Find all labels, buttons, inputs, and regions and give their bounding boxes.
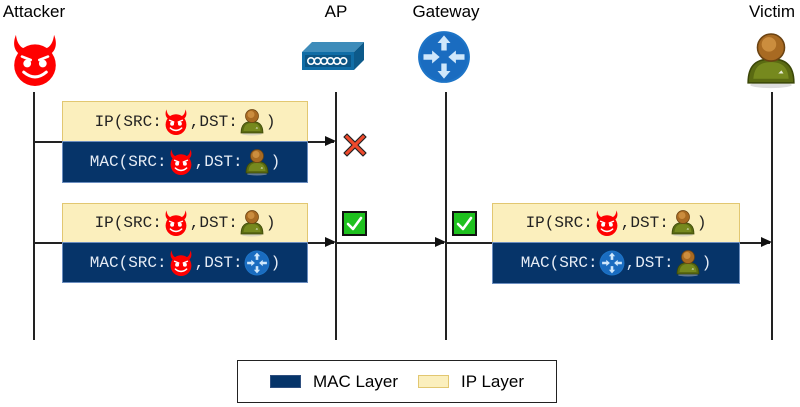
packet-ip-header: IP(SRC: ,DST: ) bbox=[62, 101, 308, 142]
lifeline-ap bbox=[335, 92, 337, 340]
packet-suffix: ) bbox=[270, 153, 281, 171]
packet-prefix: MAC(SRC: bbox=[520, 254, 598, 272]
devil-icon bbox=[163, 108, 189, 136]
lifeline-attacker bbox=[33, 92, 35, 340]
packet-mid: ,DST: bbox=[189, 112, 238, 131]
packet-prefix: IP(SRC: bbox=[525, 214, 593, 232]
legend-item-mac: MAC Layer bbox=[269, 371, 398, 392]
packet-suffix: ) bbox=[696, 214, 707, 232]
legend-label-mac: MAC Layer bbox=[312, 371, 398, 391]
packet-mid: ,DST: bbox=[620, 214, 669, 232]
legend-item-ip: IP Layer bbox=[418, 372, 524, 392]
packet-mid: ,DST: bbox=[194, 153, 243, 171]
packet-mid: ,DST: bbox=[625, 254, 674, 272]
red-x-icon bbox=[343, 133, 367, 157]
packet-prefix: MAC(SRC: bbox=[89, 153, 167, 171]
packet-mac-header: MAC(SRC: ,DST: ) bbox=[492, 242, 740, 284]
green-check-icon bbox=[342, 211, 367, 236]
packet-suffix: ) bbox=[265, 214, 276, 232]
packet-mac-header: MAC(SRC: ,DST: ) bbox=[62, 141, 308, 183]
legend-swatch-ip bbox=[418, 375, 449, 388]
packet-prefix: IP(SRC: bbox=[94, 214, 162, 232]
actor-label-gateway: Gateway bbox=[412, 2, 480, 21]
user-icon bbox=[239, 108, 265, 136]
packet-suffix: ) bbox=[270, 253, 281, 272]
router-icon bbox=[417, 30, 471, 84]
legend-swatch-mac bbox=[269, 375, 301, 388]
devil-icon bbox=[594, 209, 620, 237]
lifeline-victim bbox=[771, 92, 773, 340]
packet-mid: ,DST: bbox=[189, 214, 238, 232]
router-icon bbox=[244, 249, 270, 277]
legend-label-ip: IP Layer bbox=[461, 371, 525, 391]
user-icon bbox=[244, 148, 270, 176]
actor-label-ap: AP bbox=[324, 2, 348, 21]
actor-label-victim: Victim bbox=[749, 2, 795, 21]
devil-icon bbox=[168, 249, 194, 277]
green-check-icon bbox=[452, 211, 477, 236]
lifeline-gateway bbox=[445, 92, 447, 340]
arrow-ap-to-gateway bbox=[336, 238, 446, 246]
legend: MAC Layer IP Layer bbox=[237, 360, 557, 403]
packet-prefix: IP(SRC: bbox=[94, 112, 162, 131]
devil-icon bbox=[168, 148, 194, 176]
packet-mac-header: MAC(SRC: ,DST: ) bbox=[62, 242, 308, 283]
user-icon bbox=[670, 209, 696, 237]
user-icon bbox=[239, 209, 265, 237]
packet-prefix: MAC(SRC: bbox=[89, 253, 167, 272]
packet-ip-header: IP(SRC: ,DST: ) bbox=[492, 203, 740, 243]
packet-suffix: ) bbox=[265, 112, 276, 131]
packet-mid: ,DST: bbox=[194, 253, 243, 272]
router-icon bbox=[599, 249, 625, 277]
devil-icon bbox=[163, 209, 189, 237]
user-icon bbox=[745, 30, 797, 90]
devil-icon bbox=[9, 32, 61, 88]
packet-suffix: ) bbox=[701, 254, 712, 272]
actor-label-attacker: Attacker bbox=[2, 2, 66, 21]
user-icon bbox=[675, 249, 701, 277]
access-point-icon bbox=[300, 40, 366, 72]
packet-ip-header: IP(SRC: ,DST: ) bbox=[62, 203, 308, 243]
